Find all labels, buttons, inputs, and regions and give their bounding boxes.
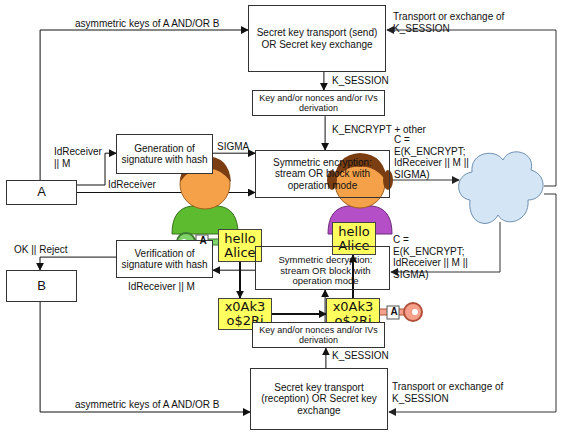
hair-pigtail	[383, 170, 393, 190]
flow-arrow	[40, 30, 248, 180]
edge-label: IdReceiver	[108, 179, 168, 191]
entity-box: A	[6, 180, 77, 205]
annotation-text: C = E(K_ENCRYPT; IdReceiver || M || SIGM…	[393, 234, 477, 280]
annotation-text: C = E(K_ENCRYPT; IdReceiver || M || SIGM…	[394, 134, 478, 180]
process-box: Verification of signature with hash	[116, 240, 213, 278]
node-text: Verification of signature with hash	[119, 248, 210, 270]
annotation-text: Transport or exchange of K_SESSION	[392, 381, 510, 404]
wire-line	[391, 222, 500, 272]
flow-arrow	[325, 116, 326, 150]
edge-label: SIGMA	[217, 141, 257, 153]
edge-label: K_SESSION	[332, 350, 412, 362]
node-text: Key and/or nonces and/or IVs derivation	[255, 325, 382, 345]
key-hole	[412, 309, 418, 315]
wire-line	[389, 194, 556, 412]
flow-arrow	[323, 72, 324, 90]
key-tag	[387, 306, 399, 319]
process-box: Generation of signature with hash	[116, 134, 213, 174]
node-text: Key and/or nonces and/or IVs derivation	[255, 93, 382, 113]
flow-arrow	[325, 348, 326, 368]
flow-arrow	[213, 270, 255, 271]
wire-line	[391, 180, 459, 181]
node-text: hello Alice	[334, 225, 374, 252]
process-box: Key and/or nonces and/or IVs derivation	[252, 90, 385, 116]
flow-arrow	[40, 257, 116, 270]
process-box: Key and/or nonces and/or IVs derivation	[252, 322, 385, 348]
process-box: Symmetric decryption: stream OR block wi…	[255, 246, 390, 290]
flow-arrow	[213, 153, 255, 154]
edge-label: OK || Reject	[14, 244, 94, 256]
network-cloud	[459, 152, 543, 224]
node-text: Symmetric decryption: stream OR block wi…	[264, 255, 387, 287]
node-text: Generation of signature with hash	[119, 143, 210, 165]
process-box: Secret key transport (reception) OR Secr…	[250, 368, 388, 430]
flow-arrow	[77, 153, 116, 185]
edge-label: IdReceiver || M	[128, 281, 228, 293]
key-bow	[404, 303, 422, 321]
node-text: Secret key transport (reception) OR Secr…	[253, 382, 385, 416]
node-text: A	[37, 185, 46, 200]
flow-arrow	[239, 262, 241, 298]
edge-label: asymmetric keys of A AND/OR B	[75, 18, 245, 30]
node-text: Symmetric encryption: stream OR block wi…	[258, 157, 387, 191]
edge-label: IdReceiver || M	[54, 146, 104, 169]
process-box: Symmetric encryption: stream OR block wi…	[255, 150, 390, 198]
node-text: hello Alice	[220, 232, 260, 259]
message-box: hello Alice	[332, 222, 376, 255]
edge-label: K_SESSION	[332, 75, 412, 87]
edge-label: asymmetric keys of A AND/OR B	[75, 399, 245, 411]
node-text: B	[37, 279, 46, 294]
entity-box: B	[6, 270, 77, 302]
annotation-text: Transport or exchange of K_SESSION	[393, 11, 511, 34]
wire-line	[387, 30, 556, 186]
node-text: Secret key transport (send) OR Secret ke…	[251, 27, 383, 49]
edge-label: K_ENCRYPT + other	[332, 124, 432, 136]
process-box: Secret key transport (send) OR Secret ke…	[248, 5, 386, 72]
flow-arrow	[272, 313, 326, 315]
